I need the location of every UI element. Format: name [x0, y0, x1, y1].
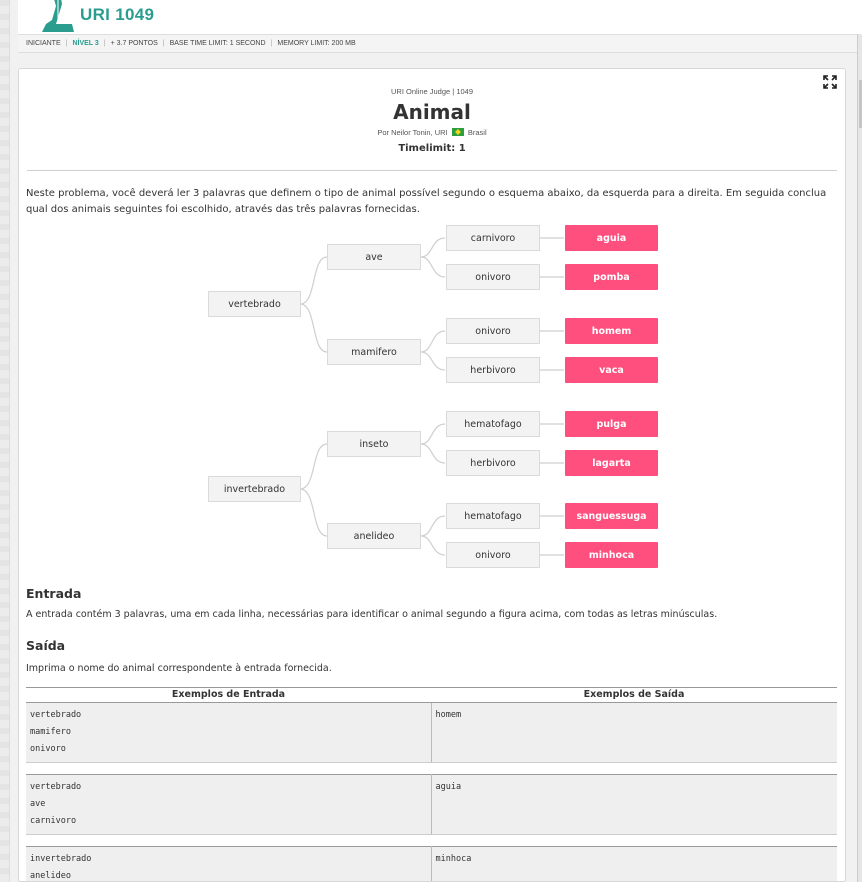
node-inseto: inseto [327, 431, 421, 457]
author-name: Por Neilor Tonin, URI [377, 128, 448, 137]
memory-limit-label: MEMORY LIMIT: 200 MB [277, 40, 356, 47]
node-herbivoro: herbivoro [446, 357, 540, 383]
node-vertebrado: vertebrado [208, 291, 301, 317]
node-invertebrado: invertebrado [208, 476, 301, 502]
problem-header: URI 1049 [18, 0, 862, 34]
example-input[interactable]: vertebrado ave carnivoro [26, 774, 432, 835]
example-input-line: vertebrado [30, 782, 82, 792]
node-hematofago: hematofago [446, 411, 540, 437]
output-heading: Saída [26, 638, 66, 653]
judge-line: URI Online Judge | 1049 [391, 87, 473, 96]
time-limit-label: BASE TIME LIMIT: 1 SECOND [169, 40, 266, 47]
expand-fullscreen-icon[interactable] [823, 75, 837, 89]
animal-pomba: pomba [565, 264, 658, 290]
scrollbar[interactable] [857, 34, 862, 882]
example-output-line: minhoca [435, 854, 472, 864]
problem-author: Por Neilor Tonin, URI Brasil [19, 128, 845, 137]
problem-description: Neste problema, você deverá ler 3 palavr… [26, 188, 827, 215]
example-input-line: onivoro [30, 744, 66, 754]
node-onivoro: onivoro [446, 264, 540, 290]
brazil-flag-icon [451, 128, 464, 136]
examples-table: Exemplos de Entrada Exemplos de Saída ve… [26, 687, 837, 881]
node-herbivoro: herbivoro [446, 450, 540, 476]
example-input[interactable]: vertebrado mamifero onivoro [26, 702, 432, 763]
example-input-line: mamifero [30, 727, 71, 737]
example-row: vertebrado mamifero onivoro homem [26, 702, 837, 763]
example-input-line: vertebrado [30, 710, 82, 720]
examples-input-header: Exemplos de Entrada [26, 687, 431, 703]
level-label: NÍVEL 3 [72, 40, 99, 47]
left-edge-stripe [0, 0, 10, 882]
example-input-line: ave [30, 799, 46, 809]
node-onivoro: onivoro [446, 318, 540, 344]
example-output[interactable]: aguia [431, 774, 837, 835]
problem-code: URI 1049 [80, 5, 155, 24]
input-heading: Entrada [26, 586, 82, 601]
animal-homem: homem [565, 318, 658, 344]
problem-title: Animal [393, 100, 471, 124]
problem-infobar: INICIANTE | NÍVEL 3 | + 3.7 PONTOS | BAS… [18, 34, 862, 53]
node-carnivoro: carnivoro [446, 225, 540, 251]
node-ave: ave [327, 244, 421, 270]
points-label: + 3.7 PONTOS [110, 40, 158, 47]
tree-connectors [299, 237, 564, 556]
example-input-line: anelideo [30, 871, 71, 881]
example-row: invertebrado anelideo onivoro minhoca [26, 846, 837, 881]
animal-pulga: pulga [565, 411, 658, 437]
animal-minhoca: minhoca [565, 542, 658, 568]
author-country: Brasil [467, 128, 487, 137]
node-mamifero: mamifero [327, 339, 421, 365]
animal-sanguessuga: sanguessuga [565, 503, 658, 529]
examples-output-header: Exemplos de Saída [431, 687, 837, 703]
example-input-line: carnivoro [30, 816, 77, 826]
animal-aguia: aguia [565, 225, 658, 251]
node-hematofago: hematofago [446, 503, 540, 529]
animal-vaca: vaca [565, 357, 658, 383]
uri-logo-icon [42, 0, 74, 32]
problem-panel: URI Online Judge | 1049 Animal Por Neilo… [18, 68, 846, 882]
category-label: INICIANTE [26, 40, 61, 47]
animal-lagarta: lagarta [565, 450, 658, 476]
timelimit: Timelimit: 1 [398, 143, 466, 154]
scrollbar-thumb[interactable] [859, 80, 862, 128]
node-anelideo: anelideo [327, 523, 421, 549]
output-description: Imprima o nome do animal correspondente … [26, 663, 332, 674]
node-onivoro: onivoro [446, 542, 540, 568]
input-description: A entrada contém 3 palavras, uma em cada… [26, 609, 718, 620]
example-output[interactable]: minhoca [431, 846, 837, 881]
example-output-line: aguia [435, 782, 462, 792]
example-input-line: invertebrado [30, 854, 92, 864]
example-output[interactable]: homem [431, 702, 837, 763]
example-output-line: homem [435, 710, 462, 720]
example-row: vertebrado ave carnivoro aguia [26, 774, 837, 835]
animal-tree-diagram: vertebrado invertebrado ave mamifero ins… [19, 219, 845, 574]
divider [27, 170, 837, 171]
example-input[interactable]: invertebrado anelideo onivoro [26, 846, 432, 881]
